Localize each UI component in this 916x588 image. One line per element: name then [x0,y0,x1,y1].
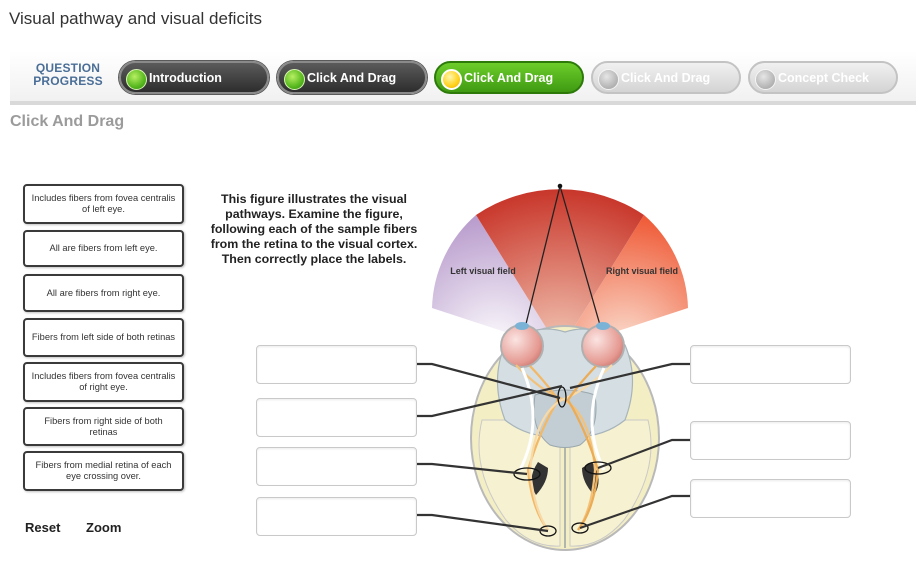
progress-step-click-and-drag-3[interactable]: Click And Drag [591,61,741,94]
complete-dot-icon [284,69,305,90]
right-visual-field [560,215,688,350]
drop-target-right-3[interactable] [690,479,851,518]
progress-step-introduction[interactable]: Introduction [119,61,269,94]
pending-dot-icon [598,69,619,90]
drop-target-left-3[interactable] [256,447,417,486]
label-tile-left-eye[interactable]: All are fibers from left eye. [23,230,184,267]
drop-target-left-2[interactable] [256,398,417,437]
right-visual-field-label: Right visual field [606,266,678,276]
leader-lines [412,362,690,533]
left-tract-marker [513,467,541,481]
question-progress-label-line1: QUESTION [35,61,101,75]
sight-line-right [559,185,603,333]
label-tile-fovea-left-eye[interactable]: Includes fibers from fovea centralis of … [23,184,184,224]
brain-diagram [470,325,660,551]
question-progress-label: QUESTION PROGRESS [30,62,106,88]
progress-step-label: Concept Check [778,70,869,85]
left-visual-field-label: Left visual field [450,266,516,276]
drop-target-left-4[interactable] [256,497,417,536]
progress-step-label: Click And Drag [307,70,397,85]
label-tile-left-side-retinas[interactable]: Fibers from left side of both retinas [23,318,184,357]
label-tile-fovea-right-eye[interactable]: Includes fibers from fovea centralis of … [23,362,184,402]
progress-step-label: Click And Drag [464,70,554,85]
progress-step-click-and-drag-1[interactable]: Click And Drag [277,61,427,94]
label-tile-medial-crossing[interactable]: Fibers from medial retina of each eye cr… [23,451,184,491]
sight-line-left [523,185,561,333]
right-tract-marker [584,461,612,475]
visual-field-diagram [432,183,688,350]
right-cortex-marker [571,522,589,534]
drop-target-right-1[interactable] [690,345,851,384]
drop-target-left-1[interactable] [256,345,417,384]
page-title: Visual pathway and visual deficits [9,9,262,28]
left-eye [500,324,544,368]
drop-target-right-2[interactable] [690,421,851,460]
question-progress-label-line2: PROGRESS [33,74,103,88]
zoom-button[interactable]: Zoom [86,520,122,535]
binocular-visual-field [476,189,644,350]
right-eye [581,324,625,368]
label-tile-right-eye[interactable]: All are fibers from right eye. [23,274,184,312]
section-title: Click And Drag [10,113,125,130]
complete-dot-icon [126,69,147,90]
right-lens-icon [596,322,610,330]
progress-step-concept-check[interactable]: Concept Check [748,61,898,94]
label-tile-right-side-retinas[interactable]: Fibers from right side of both retinas [23,407,184,446]
current-dot-icon [441,69,462,90]
fixation-point [557,183,563,189]
progress-step-label: Click And Drag [621,70,711,85]
progress-step-click-and-drag-2[interactable]: Click And Drag [434,61,584,94]
instructions-text: This figure illustrates the visual pathw… [210,192,418,266]
reset-button[interactable]: Reset [25,520,61,535]
pending-dot-icon [755,69,776,90]
left-lens-icon [515,322,529,330]
progress-step-label: Introduction [149,70,222,85]
